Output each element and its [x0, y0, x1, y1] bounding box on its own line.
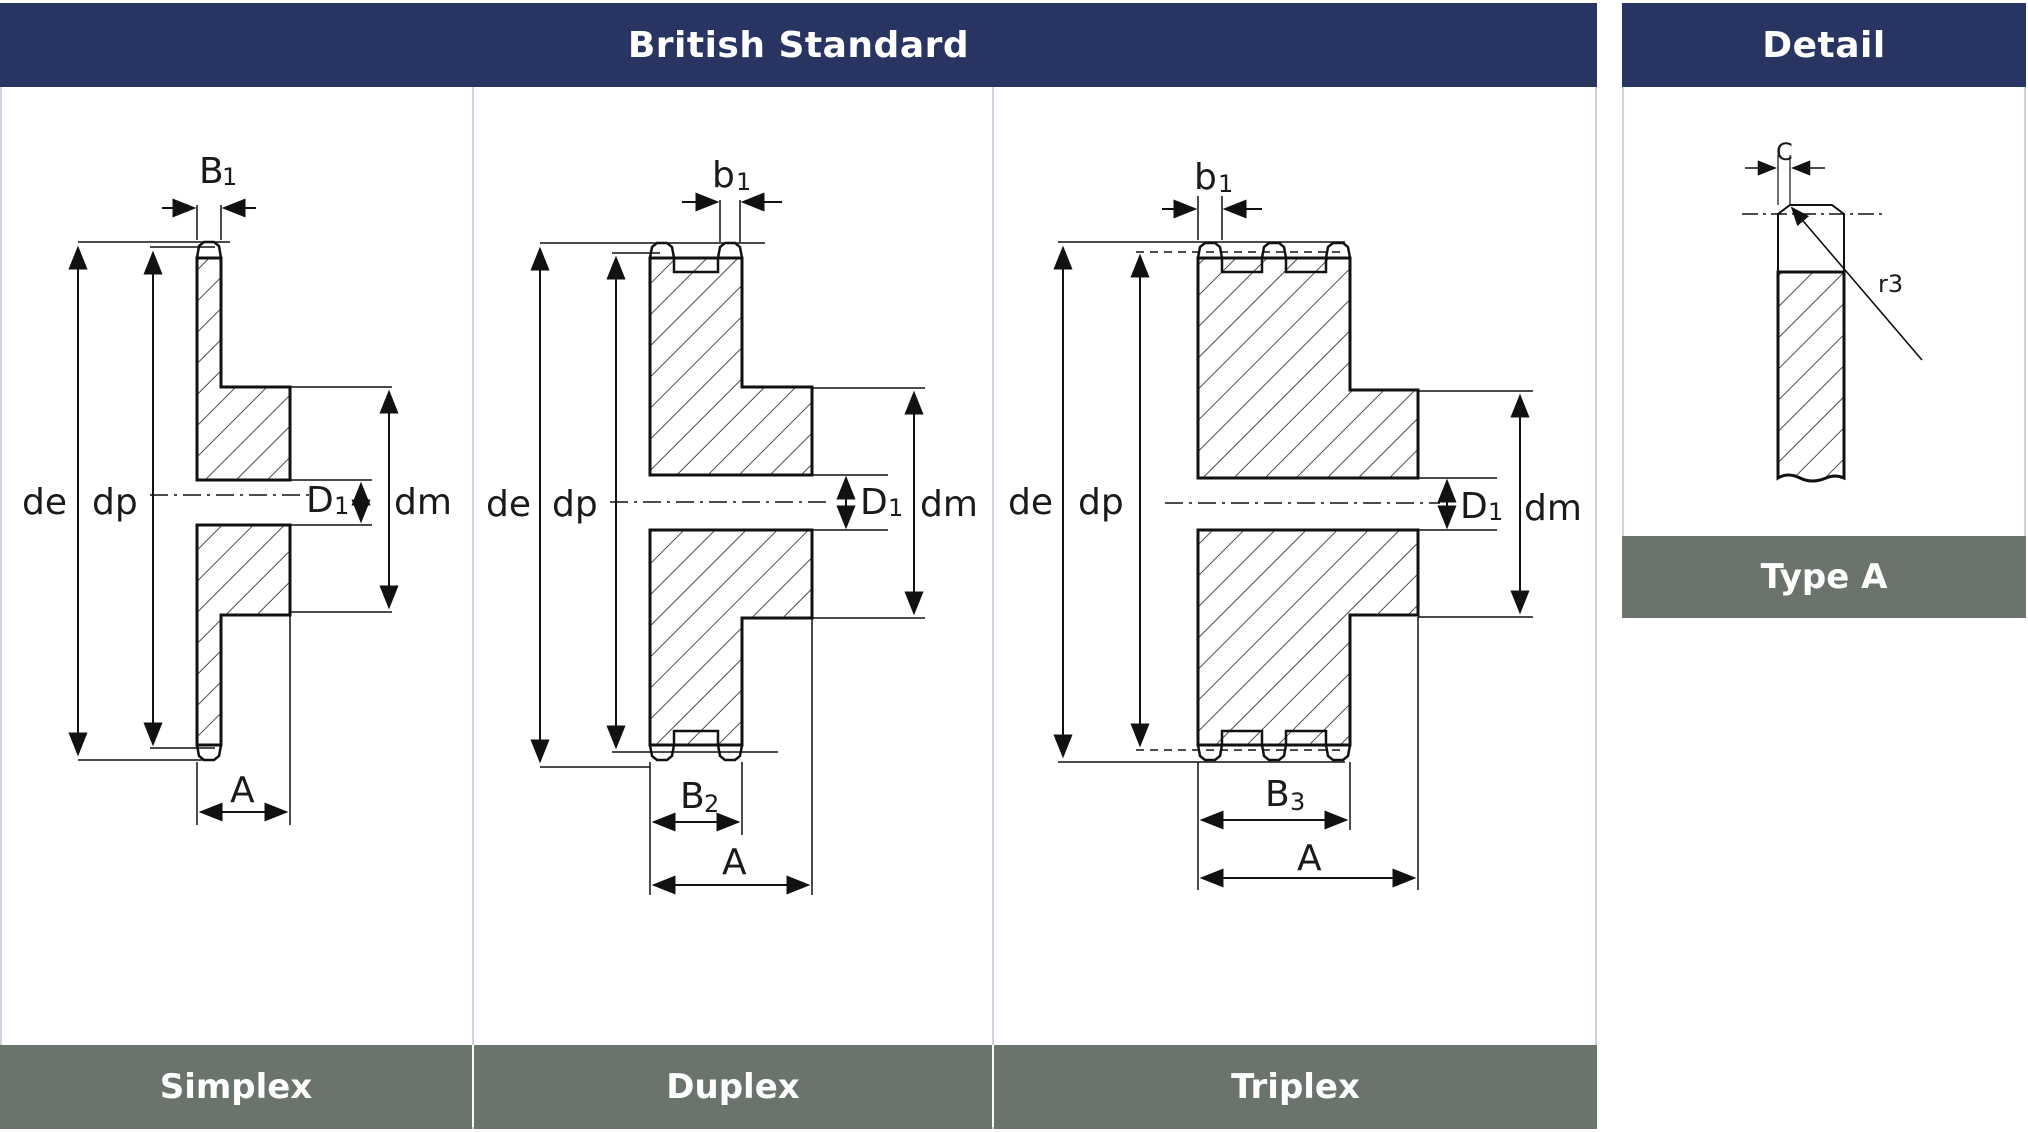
triplex-d-sub: 1 — [1488, 498, 1503, 526]
triplex-de-label: de — [1008, 482, 1053, 523]
detail-tooth-profile — [1777, 204, 1845, 272]
duplex-footer: Duplex — [474, 1045, 992, 1129]
duplex-dp-label: dp — [552, 484, 598, 525]
simplex-d-label: D — [306, 480, 334, 521]
duplex-label: Duplex — [666, 1067, 800, 1107]
detail-r3-leader — [1790, 206, 1923, 361]
triplex-section-top — [1196, 256, 1420, 480]
simplex-dp-label: dp — [92, 482, 138, 523]
duplex-b2-label: B — [680, 776, 705, 817]
detail-r3-label: r3 — [1878, 270, 1903, 298]
detail-hub-section — [1776, 270, 1846, 483]
triplex-b3-sub: 3 — [1290, 788, 1305, 816]
type-a-label: Type A — [1760, 557, 1888, 597]
simplex-footer: Simplex — [0, 1045, 472, 1129]
triplex-b-sub: 1 — [1218, 170, 1233, 198]
triplex-label: Triplex — [1231, 1067, 1360, 1107]
simplex-label: Simplex — [159, 1067, 313, 1107]
duplex-b-label: b — [712, 155, 735, 196]
duplex-d-label: D — [860, 482, 888, 523]
simplex-dm-label: dm — [394, 482, 452, 523]
triplex-labels: de dp dm D 1 b 1 B 3 A — [1008, 157, 1582, 879]
duplex-d-sub: 1 — [888, 494, 903, 522]
duplex-labels: de dp dm D 1 b 1 B 2 A — [486, 155, 978, 883]
duplex-section-bottom — [648, 528, 814, 747]
triplex-dp-label: dp — [1078, 482, 1124, 523]
triplex-drawing — [1053, 196, 1533, 890]
duplex-section-top — [648, 256, 814, 477]
simplex-tooth-top — [195, 240, 223, 259]
simplex-de-label: de — [22, 482, 67, 523]
detail-labels: C r3 — [1776, 138, 1903, 298]
column-divider — [472, 87, 474, 1045]
simplex-labels: de dp dm D 1 B 1 A — [22, 151, 452, 811]
triplex-dm-label: dm — [1524, 488, 1582, 529]
triplex-footer: Triplex — [994, 1045, 1597, 1129]
simplex-section-top — [195, 256, 292, 482]
british-standard-header: British Standard — [0, 3, 1597, 87]
triplex-a-label: A — [1297, 838, 1322, 879]
detail-drawing — [1742, 155, 1923, 483]
triplex-d-label: D — [1460, 486, 1488, 527]
triplex-b-label: b — [1194, 157, 1217, 198]
triplex-teeth-bottom — [1196, 729, 1352, 762]
simplex-a-label: A — [230, 770, 255, 811]
simplex-section-bottom — [195, 523, 292, 747]
duplex-de-label: de — [486, 484, 531, 525]
duplex-dm-label: dm — [920, 484, 978, 525]
triplex-section-bottom — [1196, 528, 1420, 747]
duplex-b2-sub: 2 — [704, 790, 719, 818]
simplex-drawing — [68, 198, 399, 825]
simplex-d-sub: 1 — [334, 492, 349, 520]
simplex-b-label: B — [199, 151, 224, 192]
simplex-b-sub: 1 — [222, 163, 237, 191]
detail-header: Detail — [1622, 3, 2026, 87]
triplex-b3-label: B — [1265, 774, 1290, 815]
type-a-footer: Type A — [1622, 536, 2026, 618]
british-standard-title: British Standard — [627, 24, 970, 66]
detail-title: Detail — [1762, 24, 1886, 66]
duplex-a-label: A — [722, 842, 747, 883]
column-divider — [992, 87, 994, 1045]
duplex-b-sub: 1 — [736, 168, 751, 196]
duplex-drawing — [530, 192, 925, 895]
triplex-teeth-top — [1196, 241, 1352, 274]
duplex-teeth-bottom — [648, 729, 744, 762]
detail-c-label: C — [1776, 138, 1793, 166]
